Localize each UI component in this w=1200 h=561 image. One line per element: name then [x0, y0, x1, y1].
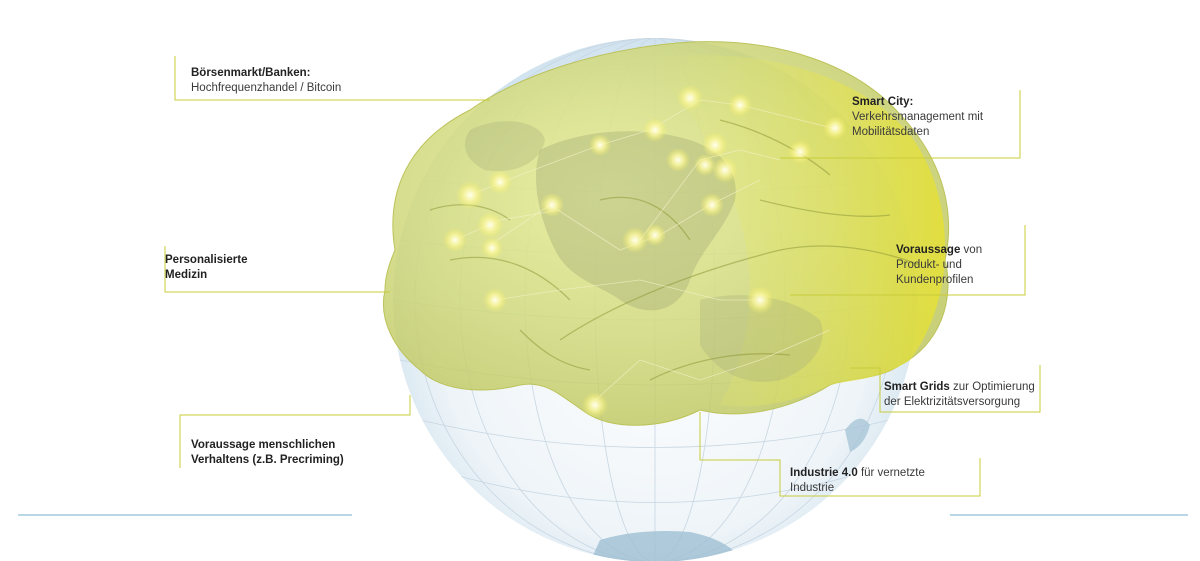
- callout-smartcity-text: Verkehrsmanagement mit: [852, 110, 983, 125]
- callout-voraussage-produkt: Voraussage von Produkt- und Kundenprofil…: [896, 243, 982, 288]
- callout-verhalten-title2: Verhaltens (z.B. Precriming): [191, 454, 344, 466]
- callout-smartgrids: Smart Grids zur Optimierung der Elektriz…: [884, 380, 1035, 410]
- callout-medizin-title2: Medizin: [165, 269, 207, 281]
- callout-smartgrids-title: Smart Grids: [884, 381, 950, 393]
- callout-industrie-text: Industrie: [790, 481, 925, 496]
- callout-verhalten-title: Voraussage menschlichen: [191, 439, 335, 451]
- callout-boersen: Börsenmarkt/Banken: Hochfrequenzhandel /…: [191, 66, 341, 96]
- callout-medizin-title: Personalisierte: [165, 254, 247, 266]
- callout-boersen-text: Hochfrequenzhandel / Bitcoin: [191, 81, 341, 96]
- callout-medizin: Personalisierte Medizin: [165, 253, 247, 283]
- callout-industrie-title: Industrie 4.0: [790, 467, 858, 479]
- callout-smartcity-text2: Mobilitätsdaten: [852, 125, 983, 140]
- callout-voraussage-produkt-text: Produkt- und: [896, 258, 982, 273]
- callout-industrie: Industrie 4.0 für vernetzte Industrie: [790, 466, 925, 496]
- callout-voraussage-produkt-rest: von: [960, 244, 982, 256]
- callout-smartgrids-text: der Elektrizitätsversorgung: [884, 395, 1035, 410]
- callout-smartgrids-rest: zur Optimierung: [950, 381, 1035, 393]
- callout-boersen-title: Börsenmarkt/Banken:: [191, 67, 311, 79]
- callout-voraussage-produkt-text2: Kundenprofilen: [896, 273, 982, 288]
- callout-smartcity-title: Smart City:: [852, 96, 913, 108]
- callout-smartcity: Smart City: Verkehrsmanagement mit Mobil…: [852, 95, 983, 140]
- callout-verhalten: Voraussage menschlichen Verhaltens (z.B.…: [191, 438, 344, 468]
- callout-industrie-rest: für vernetzte: [858, 467, 925, 479]
- callout-voraussage-produkt-title: Voraussage: [896, 244, 960, 256]
